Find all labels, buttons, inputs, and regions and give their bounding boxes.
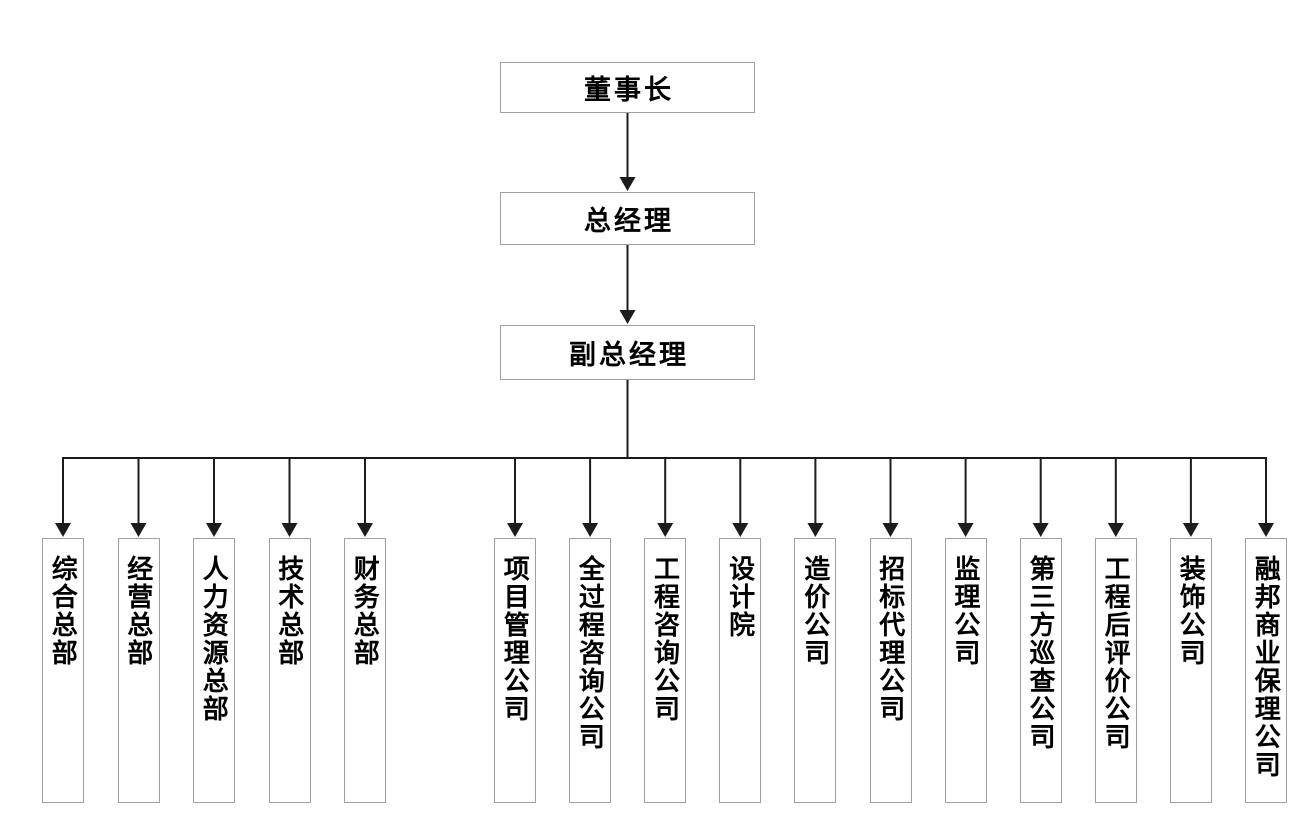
node-bidding-agency-company: 招标代理公司 bbox=[869, 538, 912, 803]
arrowhead-icon bbox=[732, 523, 749, 537]
arrowhead-icon bbox=[657, 523, 674, 537]
node-general-manager: 总经理 bbox=[500, 192, 755, 245]
node-third-party-inspection-company: 第三方巡查公司 bbox=[1019, 538, 1062, 803]
node-chairman-label: 董事长 bbox=[584, 75, 674, 105]
arrowhead-icon bbox=[619, 310, 636, 324]
node-comprehensive-hq: 综合总部 bbox=[42, 538, 84, 803]
arrowhead-icon bbox=[582, 523, 599, 537]
arrowhead-icon bbox=[1182, 523, 1199, 537]
node-cost-estimation-company: 造价公司 bbox=[794, 538, 837, 803]
node-deputy-general-manager: 副总经理 bbox=[500, 325, 755, 380]
arrowhead-icon bbox=[1107, 523, 1124, 537]
node-whole-process-consulting-company: 全过程咨询公司 bbox=[569, 538, 612, 803]
node-post-evaluation-company-label: 工程后评价公司 bbox=[1101, 555, 1132, 751]
arrowhead-icon bbox=[807, 523, 824, 537]
node-human-resources-hq: 人力资源总部 bbox=[193, 538, 235, 803]
node-rongbang-commercial-factoring-company: 融邦商业保理公司 bbox=[1245, 538, 1287, 803]
node-operations-hq: 经营总部 bbox=[117, 538, 160, 803]
arrowhead-icon bbox=[957, 523, 974, 537]
node-technology-hq-label: 技术总部 bbox=[274, 555, 305, 667]
arrowhead-icon bbox=[507, 523, 523, 537]
arrowhead-icon bbox=[357, 523, 373, 537]
node-third-party-inspection-company-label: 第三方巡查公司 bbox=[1025, 555, 1056, 751]
arrowhead-icon bbox=[130, 523, 147, 537]
node-finance-hq-label: 财务总部 bbox=[350, 555, 381, 667]
node-cost-estimation-company-label: 造价公司 bbox=[800, 555, 831, 667]
node-engineering-consulting-company-label: 工程咨询公司 bbox=[650, 555, 681, 723]
node-general-manager-label: 总经理 bbox=[584, 206, 674, 236]
node-supervision-company: 监理公司 bbox=[944, 538, 987, 803]
node-design-institute: 设计院 bbox=[719, 538, 762, 803]
node-post-evaluation-company: 工程后评价公司 bbox=[1094, 538, 1137, 803]
node-chairman: 董事长 bbox=[500, 62, 755, 113]
node-human-resources-hq-label: 人力资源总部 bbox=[199, 555, 230, 723]
node-technology-hq: 技术总部 bbox=[268, 538, 311, 803]
node-supervision-company-label: 监理公司 bbox=[950, 555, 981, 667]
arrowhead-icon bbox=[1258, 523, 1274, 537]
arrowhead-icon bbox=[55, 523, 71, 537]
node-decoration-company: 装饰公司 bbox=[1169, 538, 1212, 803]
arrowhead-icon bbox=[882, 523, 899, 537]
node-design-institute-label: 设计院 bbox=[725, 555, 756, 639]
node-project-management-company-label: 项目管理公司 bbox=[500, 555, 531, 723]
node-project-management-company: 项目管理公司 bbox=[494, 538, 536, 803]
arrowhead-icon bbox=[619, 177, 636, 191]
node-rongbang-commercial-factoring-company-label: 融邦商业保理公司 bbox=[1251, 555, 1282, 779]
node-deputy-general-manager-label: 副总经理 bbox=[569, 340, 689, 370]
node-operations-hq-label: 经营总部 bbox=[123, 555, 154, 667]
node-engineering-consulting-company: 工程咨询公司 bbox=[644, 538, 687, 803]
arrowhead-icon bbox=[206, 523, 222, 537]
arrowhead-icon bbox=[1032, 523, 1049, 537]
node-bidding-agency-company-label: 招标代理公司 bbox=[875, 555, 906, 723]
node-comprehensive-hq-label: 综合总部 bbox=[48, 555, 79, 667]
node-decoration-company-label: 装饰公司 bbox=[1176, 555, 1207, 667]
node-finance-hq: 财务总部 bbox=[344, 538, 386, 803]
arrowhead-icon bbox=[281, 523, 298, 537]
node-whole-process-consulting-company-label: 全过程咨询公司 bbox=[575, 555, 606, 751]
